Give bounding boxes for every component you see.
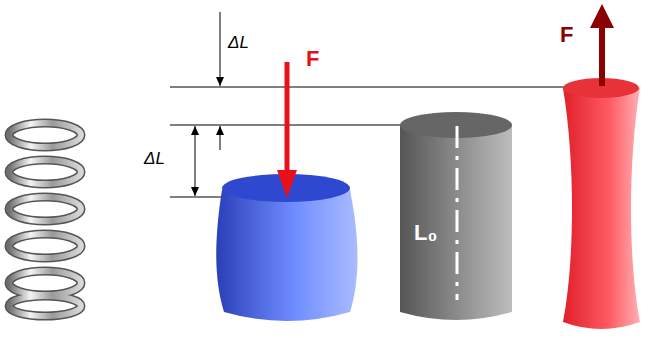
spring (9, 123, 81, 316)
force-label: F (560, 24, 573, 46)
length-label: L₀ (414, 222, 437, 244)
stretched-cylinder (563, 78, 640, 329)
force-arrows (277, 4, 614, 198)
dimension-label: ΔL (228, 34, 249, 51)
original-cylinder (400, 112, 512, 320)
force-label: F (306, 48, 319, 70)
dimension-label: ΔL (144, 150, 165, 167)
reference-lines (170, 12, 602, 197)
